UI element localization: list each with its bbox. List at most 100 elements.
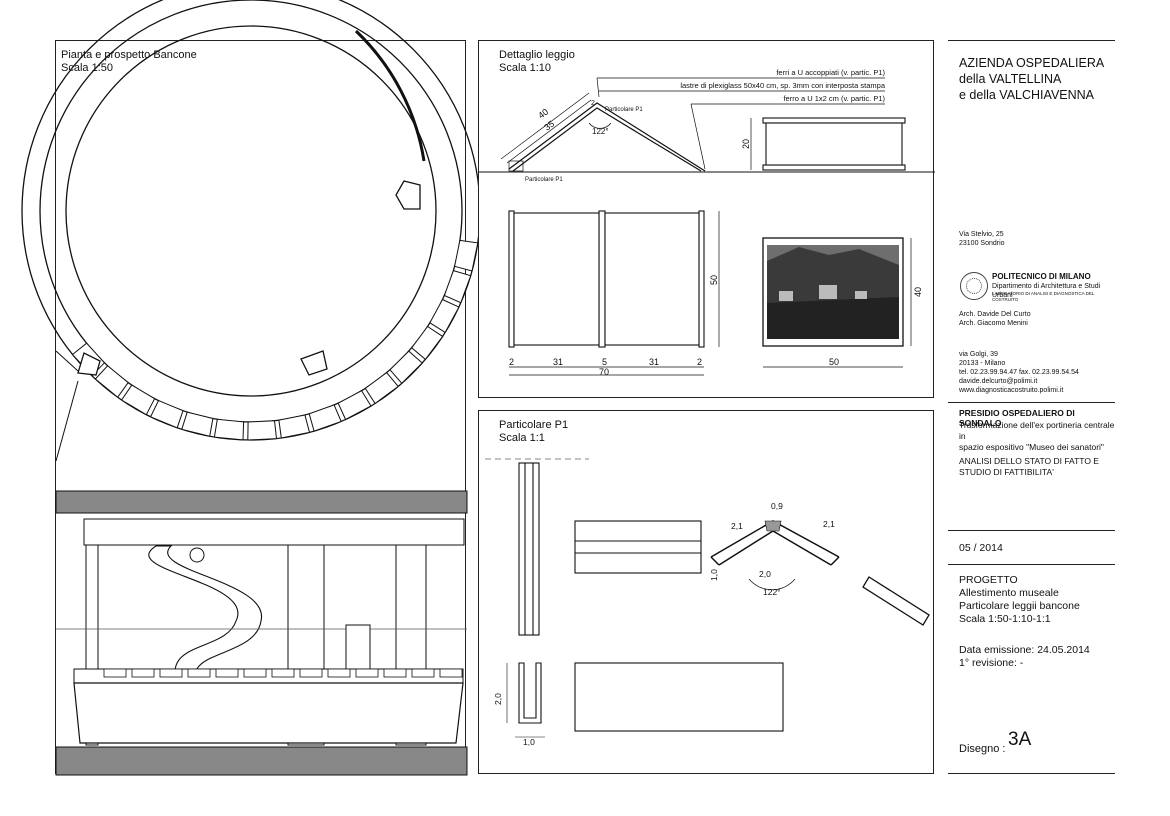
counter-inner-wall: [65, 25, 437, 397]
lectern-stand-left: [77, 352, 101, 376]
counter-cell: [389, 350, 423, 385]
stair-finial: [189, 547, 205, 563]
front-panel-right: [604, 212, 700, 346]
p1-dim-20-section: 2,0: [493, 693, 503, 705]
particolare-drawing: 2,1 0,9 2,1 1,0 2,0 122° 2,0 1,0: [485, 458, 930, 747]
plan-title-text: Pianta e prospetto Bancone: [61, 49, 197, 61]
lectern-stand-right: [395, 180, 421, 210]
detail-drawing: ferri a U accoppiati (v. partic. P1) las…: [479, 68, 935, 377]
disegno-value: 3A: [1008, 729, 1032, 750]
counter-rail: [354, 29, 426, 162]
client-address: Via Stelvio, 25 23100 Sondrio: [959, 231, 1005, 247]
dim-2a: 2: [509, 357, 514, 367]
elevation-door: [345, 624, 371, 670]
counter-cell: [364, 371, 399, 405]
channel-plan-bottom: [574, 662, 784, 732]
channel-plan-top: [574, 520, 702, 574]
dim-5: 5: [602, 357, 607, 367]
polimi-lab: LABORATORIO DI ANALISI E DIAGNOSTICA DEL…: [992, 291, 1095, 302]
plan-cut-line: [55, 350, 79, 372]
plan-drawing: [21, 0, 481, 776]
front-frame-middle: [598, 210, 606, 348]
detail-title: Dettaglio leggio Scala 1:10: [499, 49, 575, 75]
detail-title-text: Dettaglio leggio: [499, 49, 575, 61]
joint-weld: [764, 520, 782, 532]
contacts: via Golgi, 39 20133 - Milano tel. 02.23.…: [959, 351, 1079, 394]
counter-cell: [278, 414, 311, 439]
detail-panel: Dettaglio leggio Scala 1:10 ferri a U ac…: [478, 40, 935, 398]
counter-lectern: [411, 668, 435, 678]
counter-lectern: [131, 668, 155, 678]
plan-panel: Pianta e prospetto Bancone Scala 1:50: [21, 0, 481, 776]
side-top-rail: [762, 117, 906, 124]
counter-cell: [454, 239, 479, 272]
lectern-profile: [508, 102, 706, 172]
p1-dim-10-section: 1,0: [523, 737, 535, 747]
lectern-stand-bottom: [300, 350, 328, 376]
counter-lectern: [299, 668, 323, 678]
p1-dim-angle: 122°: [763, 587, 781, 597]
emission: Data emissione: 24.05.2014 1° revisione:…: [959, 644, 1090, 669]
counter-lectern: [243, 668, 267, 678]
particolare-panel: Particolare P1 Scala 1:1 2,1 0,9 2: [478, 410, 934, 774]
dim-2-top: 2: [591, 100, 595, 107]
elevation-floor-band: [55, 746, 468, 776]
dim-2b: 2: [697, 357, 702, 367]
counter-lectern: [383, 668, 407, 678]
detail-marker-box: [508, 160, 524, 172]
spiral-stair: [148, 545, 262, 682]
counter-lectern: [215, 668, 239, 678]
counter-cell: [120, 384, 156, 416]
marker-label-top: Particolare P1: [605, 107, 643, 113]
counter-cell: [308, 404, 342, 432]
front-frame-right: [698, 210, 705, 348]
angle-arc: [588, 122, 612, 129]
polimi-name: POLITECNICO DI MILANO: [992, 272, 1091, 281]
elevation-ceiling-band: [55, 490, 468, 514]
counter-inner-arc: [39, 0, 463, 423]
dim-line-35: [506, 99, 592, 164]
p1-dim-09: 0,9: [771, 501, 783, 511]
p1-dim-20: 2,0: [759, 569, 771, 579]
dim-40-photo: 40: [913, 287, 923, 297]
counter-cell: [429, 298, 460, 334]
dim-50-photo: 50: [829, 357, 839, 367]
counter-lectern: [159, 668, 183, 678]
dim-40: 40: [536, 107, 550, 121]
title-block: AZIENDA OSPEDALIERA della VALTELLINA e d…: [948, 40, 1115, 774]
particolare-scale-text: Scala 1:1: [499, 432, 545, 444]
counter-lectern: [355, 668, 379, 678]
date-code: 05 / 2014: [959, 542, 1003, 554]
joint-angle-arc: [748, 578, 796, 591]
counter-cell: [181, 411, 214, 437]
dim-70: 70: [599, 367, 609, 377]
marker-label-bottom: Particolare P1: [525, 177, 563, 183]
p1-dim-21b: 2,1: [823, 519, 835, 529]
polimi-logo: [960, 272, 988, 300]
front-panel-left: [513, 212, 600, 346]
presidio: PRESIDIO OSPEDALIERO DI SONDALO: [959, 408, 1075, 428]
detail-scale-text: Scala 1:10: [499, 62, 551, 74]
project-desc: Trasformazione dell'ex portineria centra…: [959, 420, 1115, 452]
counter-lectern: [327, 668, 351, 678]
counter-front: [73, 682, 464, 744]
counter-cell: [337, 390, 372, 421]
counter-lectern: [187, 668, 211, 678]
p1-dim-21a: 2,1: [731, 521, 743, 531]
callout-1: ferri a U accoppiati (v. partic. P1): [776, 68, 885, 77]
dim-31b: 31: [649, 357, 659, 367]
counter-cell: [443, 269, 472, 304]
progetto: PROGETTO Allestimento museale Particolar…: [959, 574, 1080, 625]
channel-elevation: [518, 462, 540, 636]
front-frame-left: [508, 210, 515, 348]
u-channel-section: [518, 662, 542, 724]
particolare-title: Particolare P1 Scala 1:1: [499, 419, 568, 445]
dim-20: 20: [741, 139, 751, 149]
counter-cell: [149, 399, 184, 429]
architects: Arch. Davide Del Curto Arch. Giacomo Men…: [959, 311, 1031, 327]
callout-3: ferro a U 1x2 cm (v. partic. P1): [783, 94, 885, 103]
counter-lectern: [271, 668, 295, 678]
particolare-title-text: Particolare P1: [499, 419, 569, 431]
counter-cell: [213, 418, 245, 441]
polimi-dept: Dipartimento di Architettura e Studi Urb…: [992, 283, 1101, 299]
